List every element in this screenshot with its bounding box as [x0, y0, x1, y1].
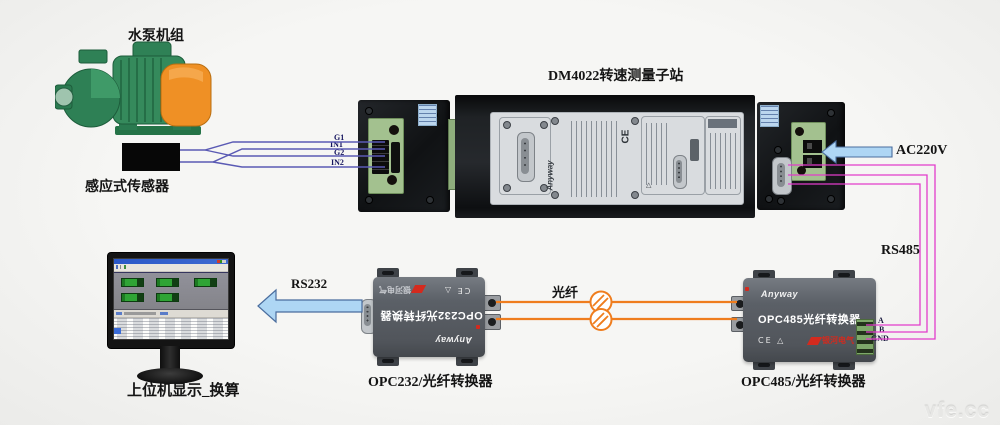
sensor-box [122, 143, 180, 171]
id-sticker [760, 105, 779, 127]
terminal-label-gnd: GND [871, 334, 889, 343]
vendor-flag-icon [806, 336, 823, 345]
window-titlebar [114, 259, 228, 264]
mount-flange [456, 268, 478, 278]
mount-flange [753, 360, 775, 370]
monitor-stand [160, 346, 180, 373]
opc485-converter: Anyway OPC485光纤转换器 CE △ 银河电气 [743, 278, 876, 362]
wire-label-in2: IN2 [331, 158, 344, 167]
mount-flange [377, 356, 399, 366]
rs232-label: RS232 [291, 276, 328, 291]
green-indicator [156, 293, 179, 302]
ce-warning-marks: CE △ [758, 336, 786, 345]
host-computer-monitor [107, 252, 235, 349]
ac220v-label: AC220V [896, 143, 948, 158]
mount-flange [377, 268, 399, 278]
data-table [114, 318, 228, 339]
vendor-flag-icon [410, 285, 427, 294]
selection-tab [114, 328, 121, 334]
pump-label: 水泵机组 [128, 29, 184, 44]
fiber-lines [496, 300, 737, 321]
label-right-block [705, 116, 741, 195]
opc485-caption: OPC485/光纤转换器 [741, 375, 866, 390]
label-connector-drawing [499, 117, 551, 195]
rs485-label: RS485 [881, 243, 920, 258]
mount-flange [456, 356, 478, 366]
terminal-label-a: A [878, 316, 884, 325]
toolbar [114, 264, 228, 272]
sensor-wires [180, 141, 385, 168]
table-toolbar [114, 310, 228, 318]
opc232-caption: OPC232/光纤转换器 [368, 375, 493, 390]
software-screen [113, 258, 229, 340]
label-wiring-drawing: △ [641, 116, 705, 195]
mount-flange [833, 360, 855, 370]
opc485-panel-title: OPC485光纤转换器 [758, 314, 861, 326]
dm4022-label-panel: Anyway CE △ [490, 112, 744, 205]
opc232-panel-title: OPC232光纤转换器 [380, 309, 483, 321]
anyway-logo: Anyway [761, 289, 799, 299]
vendor-logo: 银河电气 [806, 335, 854, 346]
vendor-logo: 银河电气 [379, 284, 427, 295]
id-sticker [418, 104, 437, 126]
ce-warning-marks: CE △ [443, 286, 471, 295]
mount-flange [753, 270, 775, 280]
wire-label-g1: G1 [334, 133, 345, 142]
ce-mark: CE [620, 129, 632, 144]
dm4022-main-body: Anyway CE △ [455, 95, 755, 218]
green-indicator [194, 278, 217, 287]
green-indicator [156, 278, 179, 287]
sensor-label: 感应式传感器 [85, 180, 169, 195]
warning-triangle-icon: △ [646, 181, 652, 189]
spec-text-block [571, 121, 619, 197]
wire-label-g2: G2 [334, 148, 345, 157]
dm4022-left-interface [358, 100, 450, 212]
watermark: vfe.cc [924, 399, 990, 422]
indicator-panel [114, 272, 228, 310]
signal-terminal-panel [368, 118, 404, 194]
anyway-logo: Anyway [545, 160, 555, 191]
opc232-converter: 银河电气 CE △ OPC232光纤转换器 Anyway [373, 277, 485, 357]
dm4022-title: DM4022转速测量子站 [548, 69, 684, 84]
monitor-caption: 上位机显示_换算 [127, 383, 240, 399]
monitor-base [137, 368, 203, 384]
green-indicator [121, 278, 144, 287]
water-pump-image [55, 41, 212, 135]
green-indicator [121, 293, 144, 302]
ac220v-arrow [821, 139, 893, 165]
signal-terminals [372, 140, 389, 174]
anyway-logo: Anyway [435, 335, 473, 345]
rs232-arrow [257, 288, 363, 324]
fiber-coil-icons [589, 290, 613, 331]
fiber-label: 光纤 [552, 285, 579, 300]
terminal-label-b: B [879, 325, 885, 334]
